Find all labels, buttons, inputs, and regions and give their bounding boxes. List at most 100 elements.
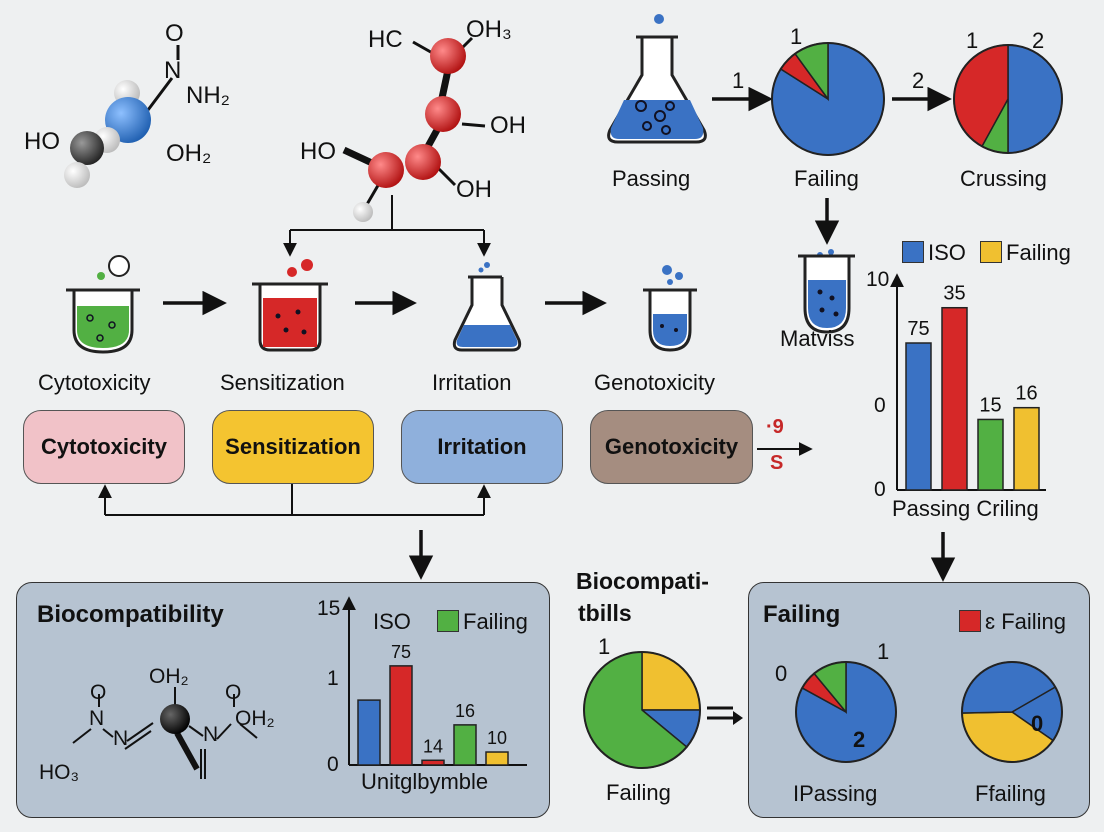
ipassing-number-2: 2 bbox=[853, 727, 866, 752]
y-tick: 15 bbox=[317, 597, 341, 620]
mol3-n-right: N bbox=[203, 723, 219, 746]
atom-carbon bbox=[70, 131, 104, 165]
pill-genotoxicity[interactable]: Genotoxicity bbox=[590, 410, 753, 484]
atom-oxygen bbox=[430, 38, 466, 74]
side-mark-bottom: S bbox=[770, 452, 784, 474]
atom-oxygen bbox=[368, 152, 404, 188]
ffailing-label: Ffailing bbox=[975, 781, 1046, 806]
mol3-o-left: O bbox=[90, 681, 107, 704]
bar-label-4: 10 bbox=[487, 728, 507, 748]
bar-label-2: 14 bbox=[423, 736, 443, 756]
biocompat-title-line1: Biocompati- bbox=[576, 568, 709, 594]
y-tick: 1 bbox=[327, 667, 339, 690]
mol3-oh2-right: OH₂ bbox=[235, 707, 275, 730]
y-tick: 0 bbox=[874, 394, 886, 417]
flask-irritation bbox=[452, 262, 522, 352]
left-legend-failing: Failing bbox=[437, 609, 528, 635]
bar-2 bbox=[421, 759, 445, 766]
mol3-oh2-top: OH₂ bbox=[149, 665, 189, 688]
ipassing-number-0: 0 bbox=[775, 661, 788, 686]
panel-title-failing: Failing bbox=[763, 601, 841, 628]
bar-3 bbox=[453, 724, 477, 766]
biocompat-title-line2: tbills bbox=[578, 600, 632, 626]
right-legend: ISO Failing bbox=[902, 240, 1071, 266]
bar-1 bbox=[389, 665, 413, 766]
tube-cytotoxicity bbox=[66, 255, 140, 354]
label-matviss: Matviss bbox=[780, 326, 855, 351]
left-legend-iso: ISO bbox=[373, 609, 411, 634]
label-failing: Failing bbox=[794, 166, 859, 191]
mol1-oh2: OH₂ bbox=[166, 140, 212, 167]
pie-chart-failing bbox=[771, 42, 885, 156]
mol2-oh-a: OH bbox=[490, 112, 526, 139]
pill-irritation[interactable]: Irritation bbox=[401, 410, 563, 484]
pie-chart-ffailing bbox=[961, 661, 1063, 763]
legend-iso: ISO bbox=[928, 240, 966, 265]
mol3-ho3: HO₃ bbox=[39, 761, 80, 784]
pie-number-1b: 1 bbox=[966, 28, 979, 53]
bar-3 bbox=[1013, 406, 1040, 491]
atom-hydrogen bbox=[353, 202, 373, 222]
flask-passing bbox=[607, 14, 707, 144]
bar-2 bbox=[977, 418, 1004, 491]
side-mark-top: ·9 bbox=[766, 416, 784, 438]
bar-label-1: 35 bbox=[943, 283, 965, 305]
bar-label-3: 16 bbox=[1015, 383, 1037, 405]
arrow-number-2: 2 bbox=[912, 68, 925, 93]
pie-chart-crussing bbox=[953, 44, 1063, 154]
bar-0 bbox=[357, 699, 381, 766]
bar-label-3: 16 bbox=[455, 701, 475, 721]
mol1-oxygen: O bbox=[165, 20, 184, 47]
biocompat-pie-label: Failing bbox=[606, 780, 671, 805]
atom-oxygen bbox=[405, 144, 441, 180]
pill-cytotoxicity[interactable]: Cytotoxicity bbox=[23, 410, 185, 484]
legend-failing: Failing bbox=[1006, 240, 1071, 265]
bar-1 bbox=[941, 306, 968, 491]
mol1-nh2: NH₂ bbox=[186, 82, 230, 109]
y-tick: 10 bbox=[866, 268, 890, 291]
x-axis-label: Unitglbymble bbox=[361, 769, 489, 794]
legend-swatch-red bbox=[959, 610, 981, 632]
atom-carbon bbox=[160, 704, 190, 734]
pie-slice-0 bbox=[1007, 44, 1063, 154]
mol3-o-right: O bbox=[225, 681, 242, 704]
label-crussing: Crussing bbox=[960, 166, 1047, 191]
pie-outline bbox=[953, 44, 1063, 154]
bar-4 bbox=[485, 751, 509, 766]
pill-sensitization[interactable]: Sensitization bbox=[212, 410, 374, 484]
bar-0 bbox=[905, 342, 932, 491]
bar-label-0: 75 bbox=[907, 318, 929, 340]
x-axis-label: Passing Criling bbox=[892, 496, 1039, 521]
equals-arrow-icon bbox=[705, 700, 745, 730]
feedback-arrows bbox=[98, 483, 491, 580]
pie-outline bbox=[771, 42, 885, 156]
label-genotoxicity: Genotoxicity bbox=[594, 370, 716, 395]
y-tick: 0 bbox=[327, 753, 339, 776]
legend-swatch-failing bbox=[980, 241, 1003, 263]
legend-failing-text: Failing bbox=[463, 609, 528, 634]
mol2-oh-b: OH bbox=[456, 176, 492, 203]
pie-number-2: 2 bbox=[1032, 28, 1045, 53]
tube-genotoxicity bbox=[643, 265, 697, 352]
mol2-hc: HC bbox=[368, 26, 403, 53]
mol3-n-mid: N bbox=[113, 727, 129, 750]
pie-outline bbox=[961, 661, 1063, 763]
mol2-oh3: OH₃ bbox=[466, 16, 512, 43]
tube-matviss bbox=[798, 249, 855, 334]
mol1-nitrogen: N bbox=[164, 57, 182, 84]
beaker-sensitization bbox=[252, 259, 328, 352]
ipassing-number-1: 1 bbox=[877, 639, 890, 664]
failing-legend: ɛ Failing bbox=[959, 609, 1066, 635]
ipassing-label: IPassing bbox=[793, 781, 878, 806]
molecule-2 bbox=[342, 36, 486, 222]
molecule-1 bbox=[64, 45, 180, 188]
pie-number-1: 1 bbox=[790, 24, 803, 49]
panel-title-biocompatibility: Biocompatibility bbox=[37, 601, 224, 628]
legend-swatch-failing bbox=[437, 610, 459, 632]
